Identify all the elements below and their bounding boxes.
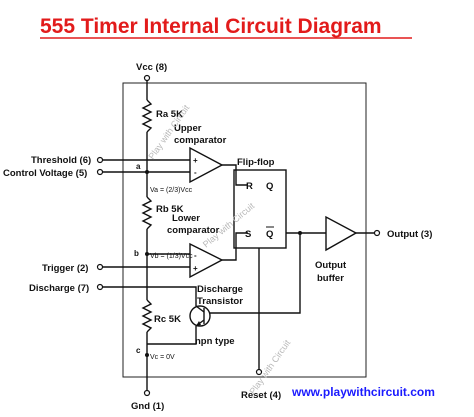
discharge-wire (102, 286, 197, 306)
voltage-vc-label: Vc = 0V (150, 354, 175, 361)
discharge-transistor-label-1: Discharge (197, 284, 243, 295)
lower-comparator-plus: + (193, 264, 198, 273)
pin-control-voltage (96, 168, 104, 176)
node-b-label: b (134, 249, 139, 258)
transistor-emitter-arrow (196, 321, 201, 326)
website-url[interactable]: www.playwithcircuit.com (291, 385, 435, 399)
resistor-rb (141, 196, 153, 230)
node-c-dot (145, 353, 149, 357)
node-a-label: a (136, 162, 141, 171)
transistor-emitter-to-node-c-wire (147, 326, 197, 345)
upper-comparator-label-1: Upper (174, 123, 202, 134)
pin-control-voltage-label: Control Voltage (5) (3, 168, 87, 179)
transistor-collector (195, 305, 205, 313)
pin-discharge-label: Discharge (7) (29, 283, 89, 294)
diagram-title: 555 Timer Internal Circuit Diagram (40, 15, 382, 38)
qbar-to-transistor-wire (210, 233, 301, 314)
flip-flop-qbar: Q (266, 229, 273, 240)
ic-package-outline (122, 82, 367, 378)
flip-flop-block (233, 169, 287, 249)
watermark-3: Play with Circuit (247, 338, 292, 397)
flip-flop-s: S (245, 229, 251, 240)
output-buffer-label-1: Output (315, 260, 347, 271)
flip-flop-q: Q (266, 181, 273, 192)
pin-threshold-label: Threshold (6) (31, 155, 91, 166)
pin-trigger-label: Trigger (2) (42, 263, 88, 274)
transistor-type-label: npn type (195, 336, 235, 347)
upper-comparator-out-wire (222, 164, 248, 186)
pin-gnd-label: Gnd (1) (131, 401, 164, 412)
upper-comparator (189, 146, 224, 184)
pin-vcc-label: Vcc (8) (136, 62, 167, 73)
node-c-label: c (136, 346, 141, 355)
flip-flop-label: Flip-flop (237, 157, 275, 168)
pin-threshold (96, 156, 104, 164)
upper-comparator-plus: + (193, 156, 198, 165)
lower-comparator-label-1: Lower (172, 213, 200, 224)
upper-comparator-label-2: comparator (174, 135, 227, 146)
resistor-rc-label: Rc 5K (154, 314, 181, 325)
discharge-transistor-label-2: Transistor (197, 296, 243, 307)
lower-comparator-out-wire (222, 232, 248, 261)
lower-comparator-label-2: comparator (167, 225, 220, 236)
pin-reset-label: Reset (4) (241, 390, 281, 401)
pin-discharge (96, 283, 104, 291)
resistor-rb-label: Rb 5K (156, 204, 184, 215)
voltage-va-label: Va = (2/3)Vcc (150, 187, 193, 194)
pin-reset (255, 368, 263, 376)
pin-output-label: Output (3) (387, 229, 432, 240)
resistor-ra (141, 99, 153, 133)
lower-comparator (189, 242, 224, 279)
output-buffer-label-2: buffer (317, 273, 344, 284)
discharge-transistor (189, 305, 211, 327)
resistor-rc (141, 299, 153, 333)
pin-gnd (143, 389, 151, 397)
resistor-ra-label: Ra 5K (156, 109, 183, 120)
pin-trigger (96, 263, 104, 271)
voltage-vb-label: Vb = (1/3)Vcc (150, 253, 193, 260)
output-buffer (325, 215, 358, 252)
flip-flop-r: R (246, 181, 253, 192)
upper-comparator-minus: - (194, 168, 197, 177)
pin-vcc (143, 74, 151, 82)
lower-comparator-minus: - (194, 251, 197, 260)
pin-output (373, 229, 381, 237)
